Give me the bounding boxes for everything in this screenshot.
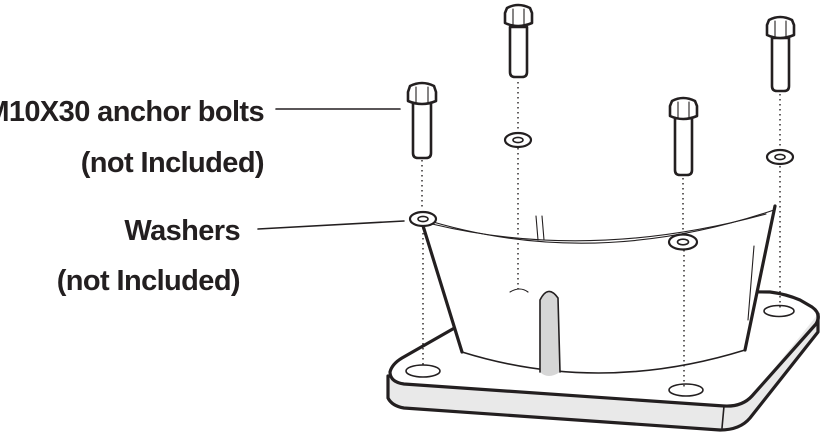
plate-hole-back-right xyxy=(763,304,795,318)
washers-label-line1: Washers xyxy=(124,215,240,247)
housing xyxy=(418,204,777,376)
plate-hole-front-right xyxy=(668,383,704,397)
bolt-back-left xyxy=(503,3,534,79)
base-plate xyxy=(386,288,820,432)
washer-back-left xyxy=(503,131,533,149)
washers xyxy=(408,131,795,251)
bolt-back-right xyxy=(765,15,796,93)
washers-leader-line xyxy=(257,220,405,230)
alignment-lines xyxy=(421,82,781,388)
bolt-front-left xyxy=(406,81,438,160)
bolts-label-line2: (not Included) xyxy=(81,147,264,179)
bolts-label-line1: M10X30 anchor bolts xyxy=(0,96,264,128)
bolts xyxy=(406,3,796,177)
plate-hole-front-left xyxy=(405,364,441,378)
washers-label-line2: (not Included) xyxy=(57,265,240,297)
washer-back-right xyxy=(765,148,795,166)
washer-front-right xyxy=(667,233,699,251)
bolt-front-right xyxy=(668,96,699,177)
washer-front-left xyxy=(408,210,438,228)
